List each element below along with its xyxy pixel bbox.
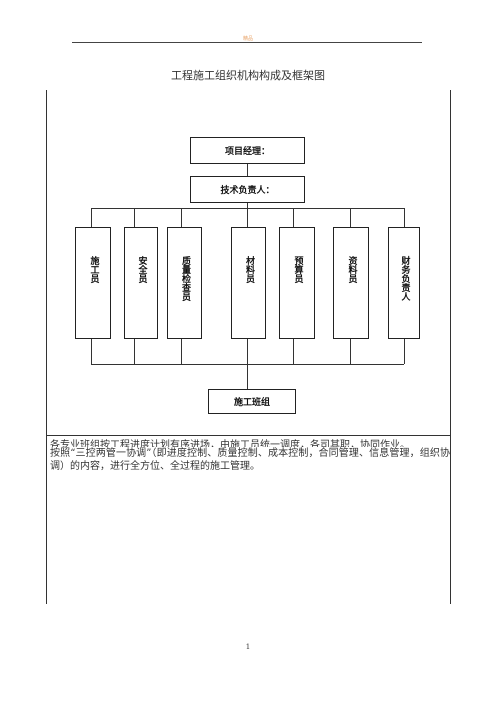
drop-line-7 — [404, 208, 405, 227]
paragraph-overlapped-line: 各专业班组按工程进度计划有序进场，由施工员统一调度，各司其职，协同作业。 — [50, 440, 410, 447]
role-label-construction: 施工员 — [88, 256, 99, 283]
page-number: 1 — [245, 643, 251, 651]
role-label-budget: 预算员 — [292, 256, 303, 283]
role-box-finance: 财务负责人 — [388, 227, 420, 339]
role-box-records: 资料员 — [333, 227, 369, 339]
project-manager-box: 项目经理： — [190, 137, 305, 164]
document-title: 工程施工组织机构构成及框架图 — [171, 69, 325, 82]
role-box-quality: 质量检查员 — [167, 227, 202, 339]
drop-line-3 — [181, 208, 182, 227]
rise-line-1 — [91, 339, 92, 364]
frame-right-border — [450, 90, 451, 604]
connector-tech-bus — [247, 203, 248, 208]
frame-divider — [46, 435, 451, 436]
rise-line-4 — [247, 339, 248, 364]
role-label-materials: 材料员 — [244, 256, 254, 283]
role-box-construction: 施工员 — [75, 227, 111, 339]
frame-left-border — [46, 90, 47, 604]
technical-lead-label: 技术负责人： — [220, 186, 275, 196]
rise-line-5 — [293, 339, 294, 364]
technical-lead-box: 技术负责人： — [190, 176, 305, 203]
construction-team-box: 施工班组 — [208, 389, 296, 414]
role-box-safety: 安全员 — [124, 227, 158, 339]
drop-line-6 — [350, 208, 351, 227]
role-box-budget: 预算员 — [279, 227, 315, 339]
management-paragraph: 各专业班组按工程进度计划有序进场，由施工员统一调度，各司其职，协同作业。 按照“… — [50, 440, 450, 473]
rise-line-2 — [134, 339, 135, 364]
drop-line-1 — [91, 208, 92, 227]
role-label-safety: 安全员 — [136, 256, 147, 283]
header-rule — [72, 42, 422, 43]
paragraph-text: 按照“三控两管一协调”（即进度控制、质量控制、成本控制，合同管理、信息管理，组织… — [50, 448, 450, 472]
role-label-records: 资料员 — [346, 256, 357, 283]
drop-line-2 — [134, 208, 135, 227]
role-box-materials: 材料员 — [231, 227, 266, 339]
drop-line-4 — [247, 208, 248, 227]
rise-line-3 — [181, 339, 182, 364]
rise-line-7 — [404, 339, 405, 364]
header-mark: 精品 — [242, 36, 253, 42]
role-label-finance: 财务负责人 — [399, 256, 410, 301]
connector-manager-tech — [247, 164, 248, 176]
drop-line-5 — [293, 208, 294, 227]
construction-team-label: 施工班组 — [233, 398, 270, 408]
connector-bus-team — [247, 364, 248, 389]
role-label-quality: 质量检查员 — [180, 256, 190, 301]
project-manager-label: 项目经理： — [224, 147, 270, 157]
rise-line-6 — [350, 339, 351, 364]
